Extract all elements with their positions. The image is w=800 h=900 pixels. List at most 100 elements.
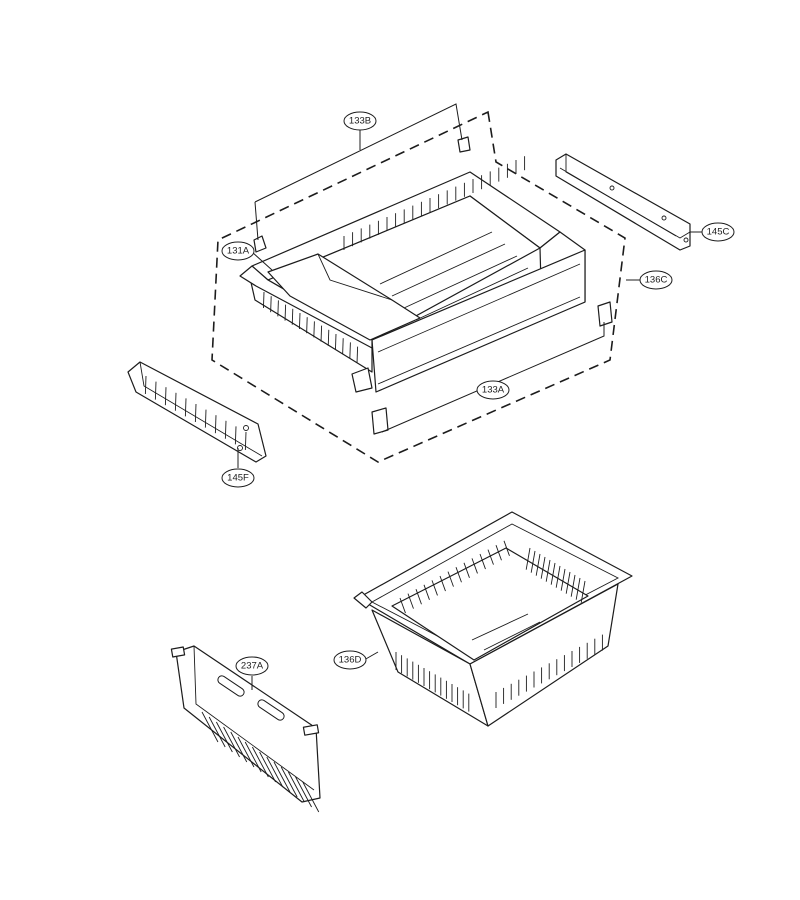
- vent-slot: [262, 291, 265, 309]
- callout-133a-label: 133A: [482, 385, 505, 396]
- grid-bar: [164, 387, 167, 406]
- callout-133b-label: 133B: [349, 116, 371, 127]
- grid-bar: [144, 375, 147, 395]
- vent-slot: [503, 540, 510, 556]
- vent-slot: [431, 580, 438, 596]
- callout-136d-label: 136D: [339, 655, 362, 666]
- vent-slot: [439, 575, 446, 592]
- vent-slot: [302, 781, 320, 813]
- vent-slot: [201, 711, 219, 743]
- vent-slot: [560, 568, 566, 591]
- grid-bar: [244, 431, 247, 451]
- left-wall-vents: [262, 291, 359, 363]
- vent-slot: [356, 346, 359, 363]
- vent-slot: [471, 558, 478, 574]
- vent-slot: [423, 584, 430, 600]
- vent-slot: [555, 565, 561, 588]
- vent-slot: [535, 553, 541, 576]
- vent-slot: [342, 338, 344, 355]
- vent-slot: [530, 550, 536, 573]
- vent-slot: [487, 549, 494, 565]
- vent-slot: [298, 312, 301, 330]
- vent-slot: [570, 574, 576, 597]
- vent-slot: [288, 771, 305, 803]
- callout-131a: 131A: [221, 241, 255, 261]
- basket-136d: [353, 511, 633, 727]
- vent-slot: [280, 766, 298, 798]
- rail-145c: [555, 153, 704, 251]
- vent-slot: [306, 317, 308, 334]
- vent-slot: [334, 333, 337, 351]
- vent-slot: [565, 571, 571, 594]
- callout-136c-label: 136C: [645, 275, 668, 286]
- grid-bar: [234, 426, 237, 445]
- vent-slot: [208, 716, 226, 748]
- grid-bar: [154, 381, 157, 400]
- callout-145f-label: 145F: [227, 473, 249, 484]
- vent-slot: [259, 751, 276, 783]
- callout-133b: 133B: [343, 111, 377, 131]
- vent-slot: [291, 308, 294, 325]
- vent-slot: [525, 547, 531, 570]
- basket-outer-vents: [395, 634, 603, 712]
- vent-slot: [237, 736, 255, 768]
- divider-vents: [201, 711, 320, 813]
- callout-145f: 145F: [221, 468, 255, 488]
- vent-slot: [575, 577, 581, 600]
- callout-145c: 145C: [701, 222, 735, 242]
- vent-slot: [266, 756, 284, 788]
- back-wall-vents: [343, 156, 526, 250]
- vent-slot: [407, 593, 414, 609]
- callout-237a: 237A: [235, 656, 269, 676]
- leader-133b: [254, 103, 463, 241]
- upper-drawer-131a: [239, 156, 586, 393]
- rail-145f-grid: [144, 375, 247, 451]
- vent-slot: [550, 562, 556, 585]
- vent-slot: [277, 300, 279, 317]
- callout-136d: 136D: [333, 650, 367, 670]
- vent-slot: [580, 580, 586, 603]
- callout-145c-label: 145C: [707, 227, 730, 238]
- vent-slot: [273, 761, 291, 793]
- stopper-133a-left: [371, 407, 389, 435]
- callout-237a-label: 237A: [241, 661, 264, 672]
- grid-bar: [174, 392, 177, 411]
- vent-slot: [313, 321, 315, 338]
- vent-slot: [320, 325, 323, 342]
- vent-slot: [455, 567, 462, 583]
- callout-136c: 136C: [639, 270, 673, 290]
- vent-slot: [244, 741, 262, 773]
- vent-slot: [223, 726, 240, 758]
- vent-slot: [216, 721, 233, 753]
- vent-slot: [295, 776, 312, 808]
- grid-bar: [214, 415, 217, 434]
- leader-131a: [251, 251, 273, 271]
- vent-slot: [447, 571, 454, 587]
- stopper-133b-right: [457, 136, 471, 153]
- vent-slot: [284, 304, 287, 321]
- grid-bar: [184, 398, 187, 417]
- vent-slot: [252, 746, 269, 778]
- grid-bar: [194, 403, 197, 423]
- vent-slot: [399, 597, 406, 614]
- stopper-133b-left: [253, 235, 267, 253]
- callout-133a: 133A: [476, 380, 510, 400]
- vent-slot: [327, 329, 330, 346]
- vent-slot: [415, 589, 422, 605]
- assembly-boundary: [211, 110, 626, 463]
- vent-slot: [463, 562, 470, 578]
- basket-inner-vents: [399, 540, 586, 614]
- rail-145f: [127, 361, 267, 468]
- grid-bar: [224, 420, 227, 439]
- grid-bar: [204, 409, 207, 428]
- vent-slot: [540, 556, 546, 579]
- vent-slot: [349, 342, 351, 359]
- divider-237a: [170, 645, 321, 813]
- vent-slot: [270, 296, 272, 313]
- callout-131a-label: 131A: [227, 246, 250, 257]
- vent-slot: [495, 545, 502, 561]
- vent-slot: [479, 553, 486, 570]
- vent-slot: [545, 559, 551, 582]
- vent-slot: [230, 731, 248, 763]
